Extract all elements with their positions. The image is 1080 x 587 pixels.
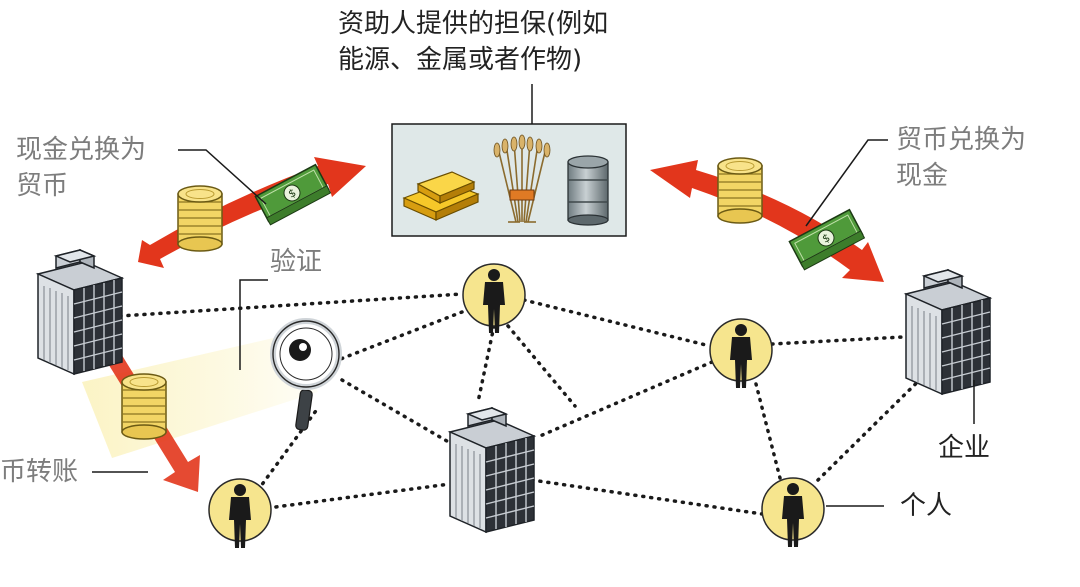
- collateral-box: [391, 84, 627, 237]
- transfer-label: 币转账: [0, 457, 79, 487]
- cash-to-coin-label: 现金兑换为 贸币: [16, 132, 146, 204]
- cash-to-coin-label-line1: 现金兑换为: [16, 135, 147, 165]
- coin-to-cash-label-line1: 贸币兑换为: [896, 125, 1027, 155]
- coin-stack-icon: [177, 185, 223, 252]
- coin-stack-icon: [717, 157, 763, 224]
- person-icon: [709, 318, 773, 389]
- office-building-icon: [37, 249, 123, 375]
- leader-lines: [92, 139, 975, 507]
- person-icon: [208, 478, 272, 549]
- cash-to-coin-arrow: [138, 157, 366, 268]
- cash-to-coin-label-line2: 贸币: [16, 171, 69, 201]
- collateral-label-line1: 资助人提供的担保(例如: [338, 9, 609, 39]
- gold-bars-icon: [402, 171, 480, 221]
- collateral-label: 资助人提供的担保(例如 能源、金属或者作物): [338, 6, 608, 78]
- enterprise-label: 企业: [938, 433, 991, 463]
- office-building-icon: [449, 407, 535, 533]
- person-icon: [462, 263, 526, 334]
- individual-label: 个人: [900, 491, 953, 521]
- coin-stack-icon: [121, 373, 167, 440]
- coin-to-cash-label: 贸币兑换为 现金: [896, 122, 1026, 194]
- wheat-bundle-icon: [493, 134, 551, 223]
- coin-to-cash-label-line2: 现金: [896, 161, 949, 191]
- magnifier-icon: [270, 318, 342, 431]
- office-building-icon: [905, 269, 991, 395]
- person-icon: [761, 477, 825, 548]
- banknote-icon: [254, 163, 332, 226]
- collateral-label-line2: 能源、金属或者作物): [338, 45, 583, 75]
- verify-label: 验证: [270, 247, 323, 277]
- oil-barrel-icon: [567, 155, 609, 226]
